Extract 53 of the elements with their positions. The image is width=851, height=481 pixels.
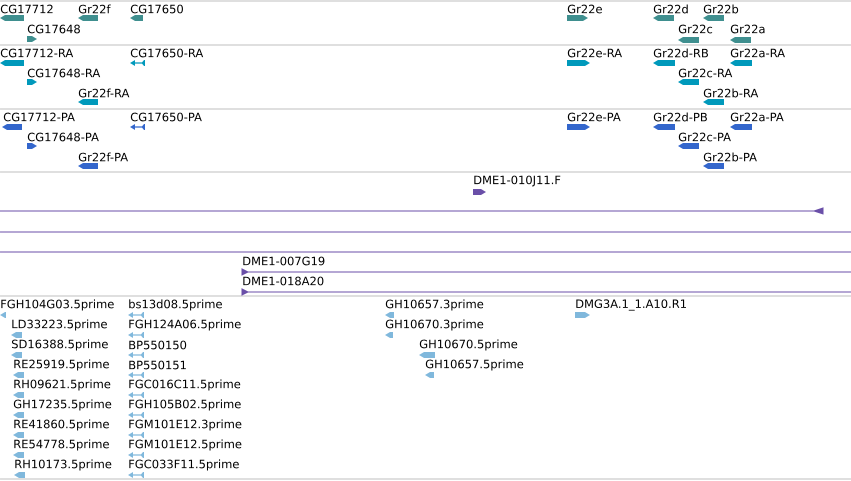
feature-label: Gr22c-RA: [678, 68, 732, 78]
feature-label: DME1-018A20: [243, 276, 324, 286]
feature-label: Gr22e: [568, 4, 602, 14]
feature-label: RE54778.5prime: [14, 439, 109, 451]
feature-label: Gr22a-PA: [730, 112, 784, 122]
feature-label: CG17712: [0, 4, 53, 14]
feature-label: FGC016C11.5prime: [129, 379, 240, 391]
feature-label: Gr22e-RA: [568, 48, 622, 58]
feature-label: Gr22f-PA: [78, 152, 128, 162]
feature-label: GH17235.5prime: [14, 399, 112, 411]
feature-label: Gr22b-PA: [704, 152, 757, 162]
feature-label: FGM101E12.5prime: [129, 439, 242, 451]
feature-label: CG17712-RA: [0, 48, 74, 58]
feature-label: CG17648: [28, 24, 80, 34]
feature-label: GH10657.5prime: [426, 359, 524, 371]
feature-label: Gr22d-RB: [654, 48, 708, 58]
feature-label: LD33223.5prime: [12, 319, 107, 331]
feature-label: Gr22a-RA: [730, 48, 785, 58]
feature-label: RE25919.5prime: [14, 359, 109, 371]
feature-label: CG17650-RA: [130, 48, 204, 58]
feature-label: GH10657.3prime: [386, 299, 484, 311]
feature-label: FGC033F11.5prime: [129, 459, 239, 471]
feature-label: Gr22e-PA: [568, 112, 621, 122]
feature-label: DME1-007G19: [243, 256, 324, 266]
feature-label: GH10670.5prime: [420, 339, 518, 351]
feature-label: RE41860.5prime: [14, 419, 109, 431]
feature-label: CG17712-PA: [4, 112, 75, 122]
feature-label: RH09621.5prime: [14, 379, 110, 391]
feature-label: Gr22a: [730, 24, 764, 34]
feature-label: Gr22d: [654, 4, 688, 14]
feature-label: FGM101E12.3prime: [129, 419, 242, 431]
feature-label: BP550150: [129, 340, 186, 350]
feature-label: DME1-010J11.F: [474, 176, 560, 186]
feature-label: Gr22f: [78, 4, 111, 14]
feature-label: FGH124A06.5prime: [129, 319, 241, 331]
feature-label: Gr22f-RA: [78, 88, 130, 98]
feature-label: CG17650-PA: [130, 112, 202, 122]
feature-label: Gr22c-PA: [678, 132, 731, 142]
feature-label: CG17648-PA: [28, 132, 99, 142]
feature-label: RH10173.5prime: [15, 459, 112, 471]
feature-label: bs13d08.5prime: [129, 299, 222, 311]
feature-label: Gr22b-RA: [704, 88, 758, 98]
feature-label: Gr22d-PB: [654, 112, 707, 122]
feature-label: FGH104G03.5prime: [1, 299, 114, 311]
feature-label: Gr22b: [704, 4, 738, 14]
feature-label: CG17648-RA: [28, 68, 100, 78]
feature-label: CG17650: [130, 4, 183, 14]
feature-label: FGH105B02.5prime: [129, 399, 241, 411]
feature-label: DMG3A.1_1.A10.R1: [576, 299, 686, 311]
feature-label: SD16388.5prime: [12, 339, 108, 351]
feature-label: Gr22c: [678, 24, 712, 34]
feature-label: GH10670.3prime: [386, 319, 484, 331]
feature-label: BP550151: [129, 360, 186, 370]
